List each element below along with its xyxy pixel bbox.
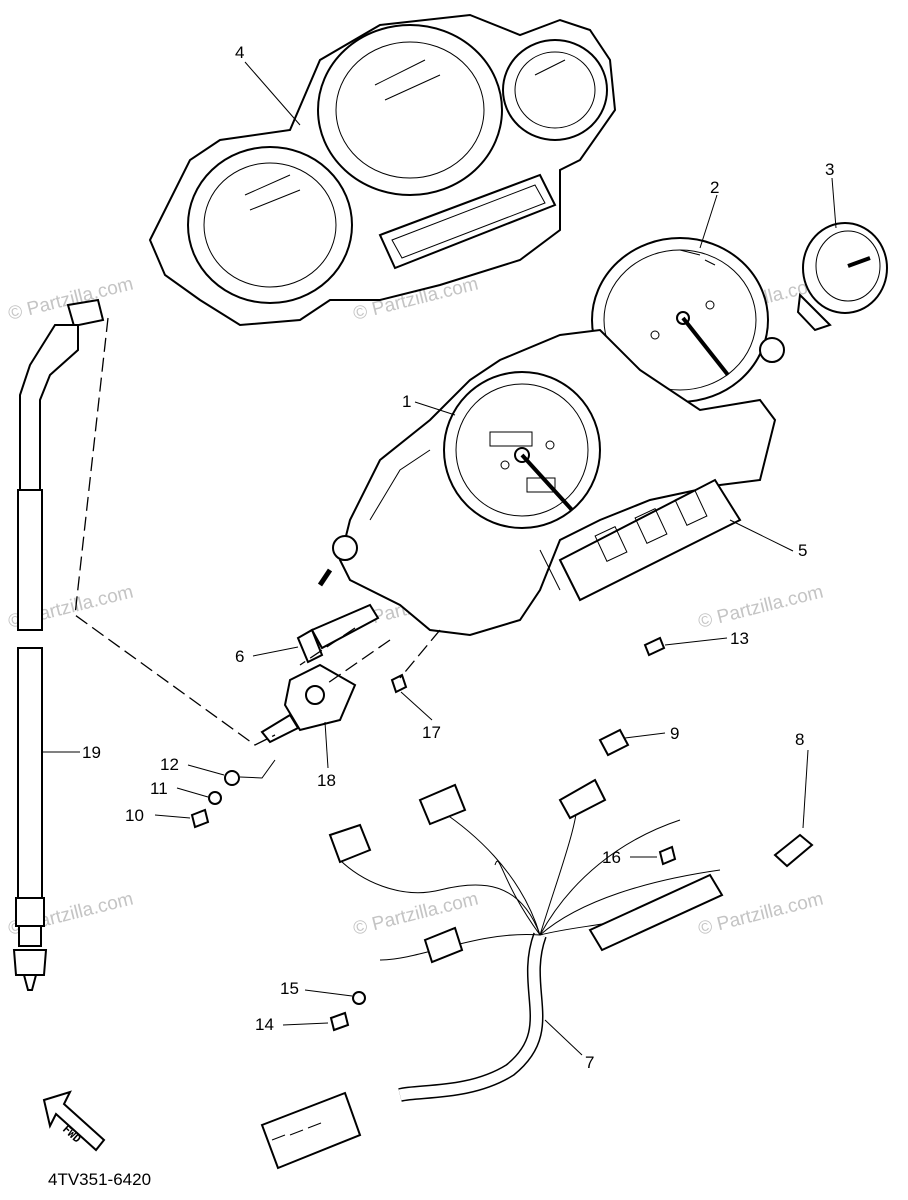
callout-18: 18 (317, 771, 336, 790)
callout-3: 3 (825, 160, 834, 179)
callout-8: 8 (795, 730, 804, 749)
callout-6: 6 (235, 647, 244, 666)
callout-13: 13 (730, 629, 749, 648)
callout-7: 7 (585, 1053, 594, 1072)
bulb-socket-part (296, 603, 380, 664)
watermark: © Partzilla.com (351, 889, 480, 940)
speedometer-cable-part (12, 298, 105, 991)
callout-16: 16 (602, 848, 621, 867)
wire-harness-part (260, 728, 814, 1170)
callout-1: 1 (402, 392, 411, 411)
callout-14: 14 (255, 1015, 274, 1034)
callout-labels: 1 2 3 4 5 6 7 8 9 10 11 12 13 14 15 16 1… (82, 43, 834, 1072)
meter-housing-part (317, 328, 785, 637)
callout-2: 2 (710, 178, 719, 197)
callout-12: 12 (160, 755, 179, 774)
fasteners (190, 636, 677, 1032)
callout-15: 15 (280, 979, 299, 998)
assembly-lines (74, 317, 441, 779)
callout-11: 11 (150, 779, 168, 798)
callout-10: 10 (125, 806, 144, 825)
callout-4: 4 (235, 43, 244, 62)
forward-arrow-icon: FWD (42, 1090, 106, 1152)
indicator-light-part (796, 222, 888, 332)
callout-5: 5 (798, 541, 807, 560)
callout-9: 9 (670, 724, 679, 743)
callout-19: 19 (82, 743, 101, 762)
tachometer-part (591, 237, 769, 403)
speedometer-gear-bracket-part (260, 663, 357, 744)
leader-lines (42, 61, 837, 1056)
callout-17: 17 (422, 723, 441, 742)
meter-cover-part (148, 13, 617, 327)
watermark: © Partzilla.com (696, 582, 825, 633)
diagram-code: 4TV351-6420 (48, 1170, 151, 1189)
